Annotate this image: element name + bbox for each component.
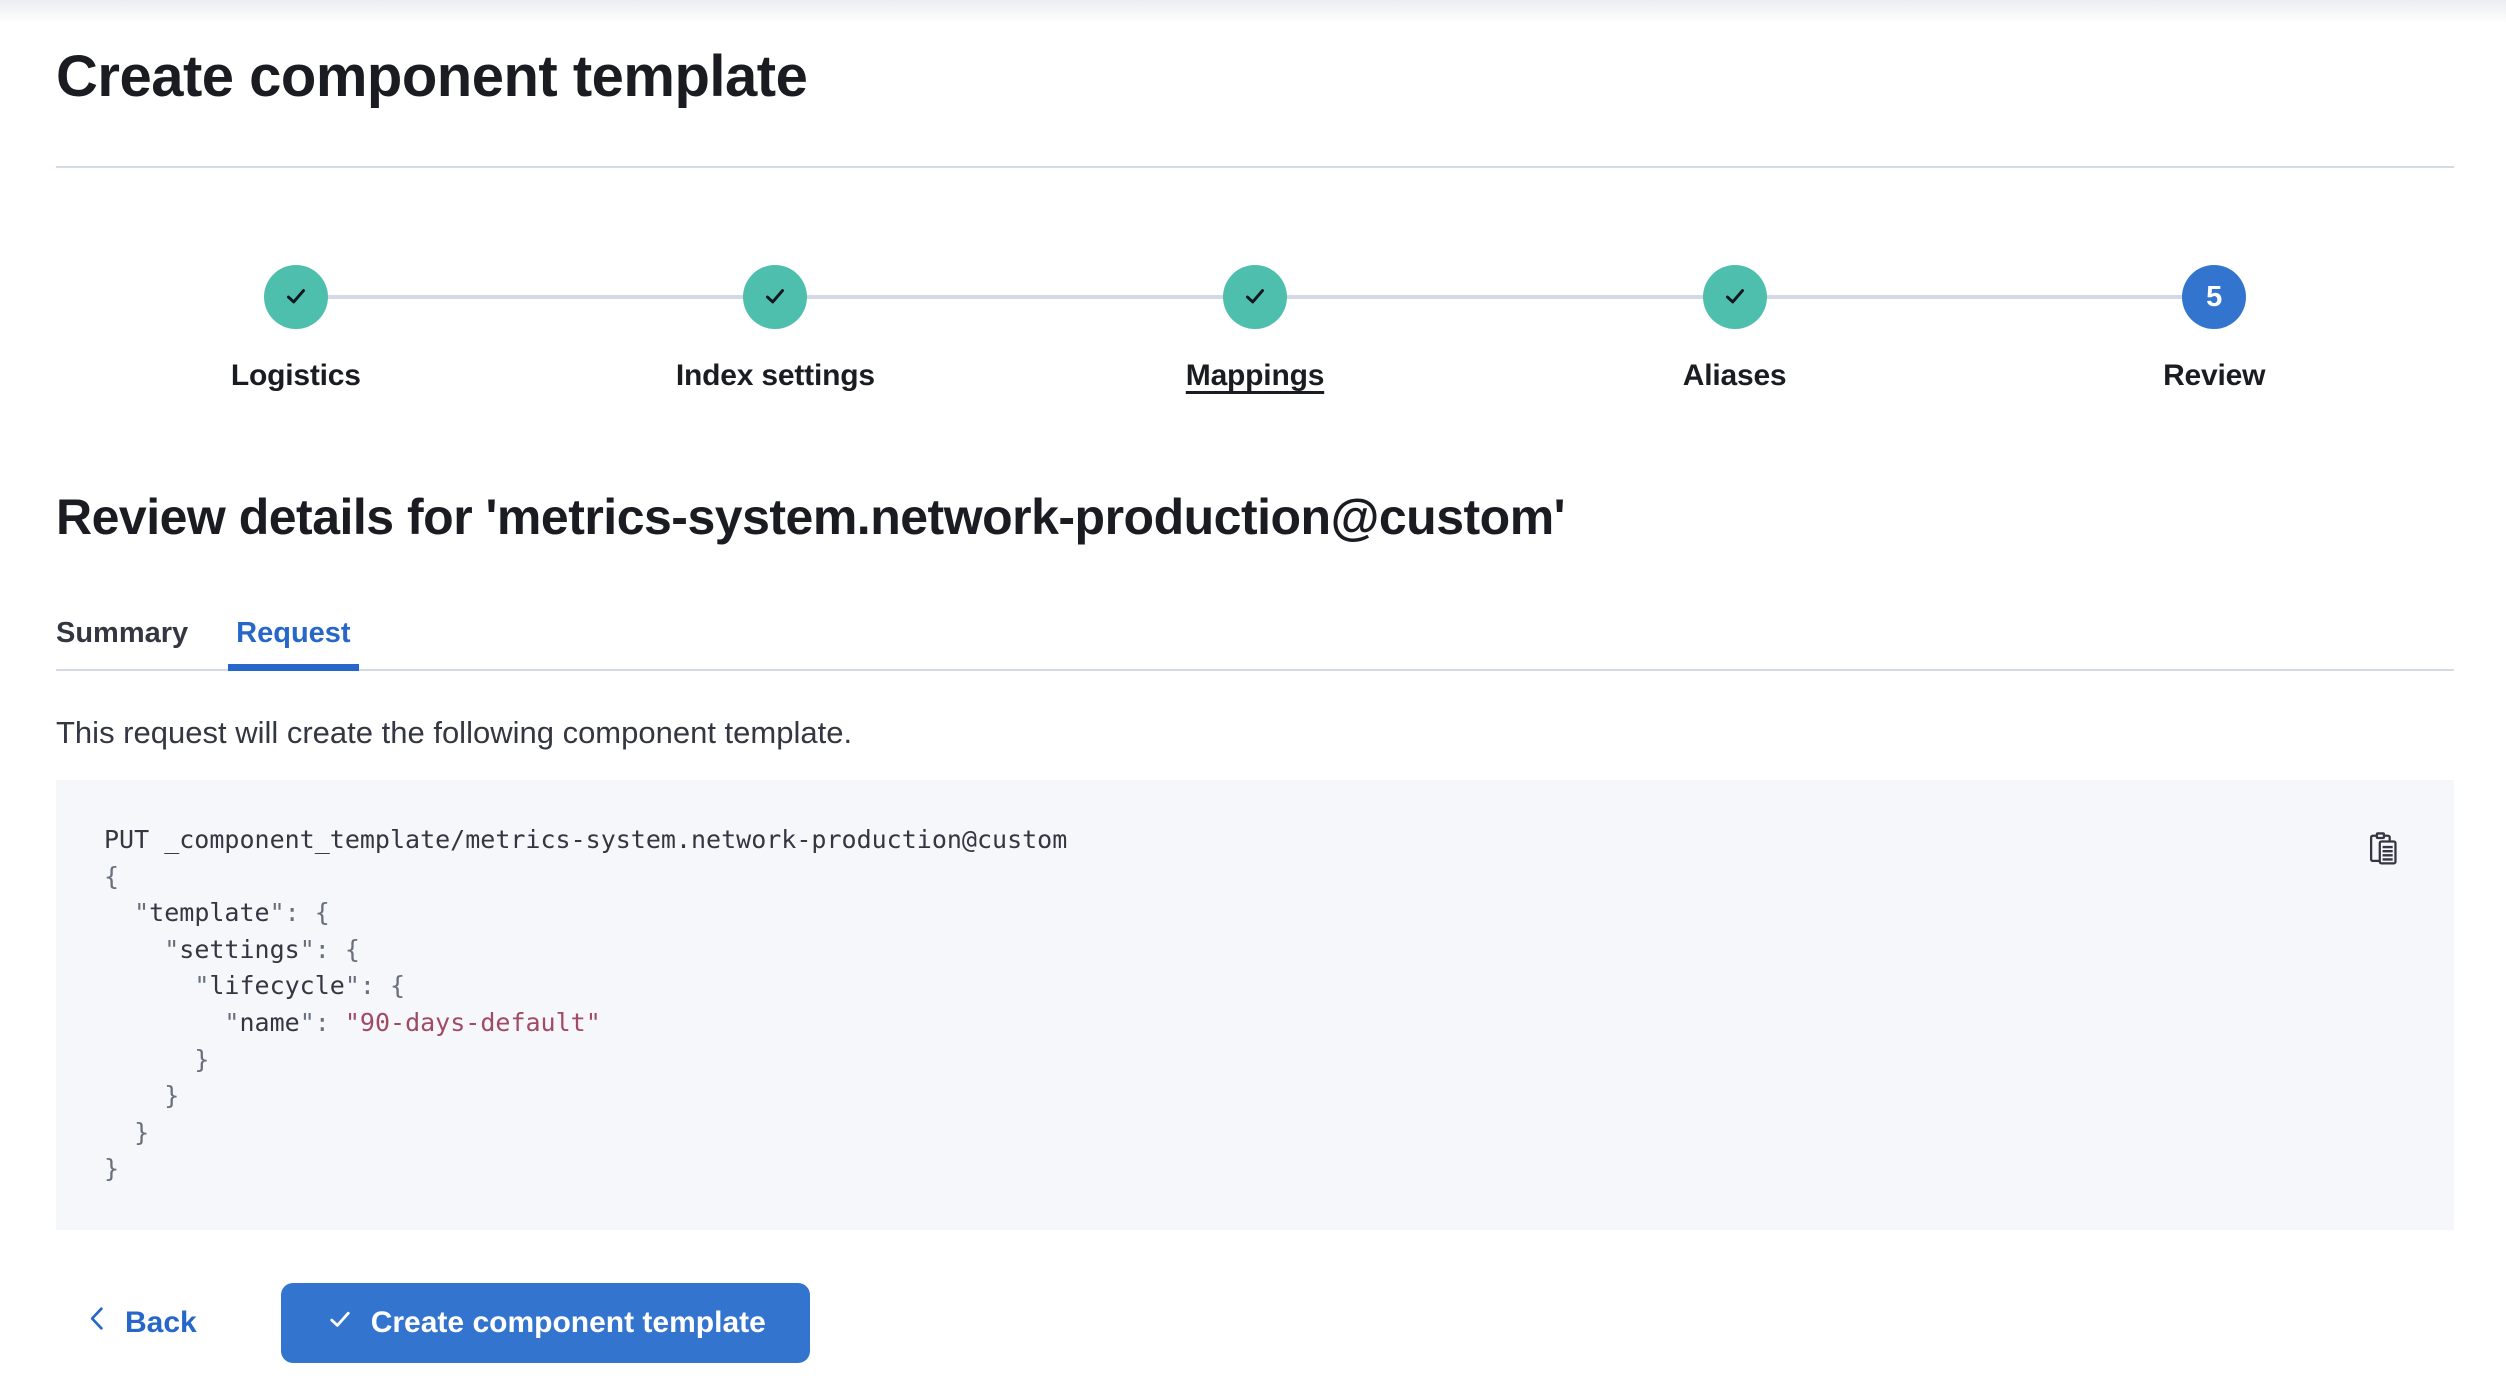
step-label: Review [2163, 359, 2266, 392]
step-complete-circle [743, 265, 808, 329]
step-complete-circle [1702, 265, 1767, 329]
step-number-circle: 5 [2182, 265, 2247, 329]
code-line: "lifecycle": { [194, 971, 406, 1001]
copy-clipboard-icon [2367, 832, 2400, 868]
request-description: This request will create the following c… [56, 715, 853, 750]
step-logistics[interactable]: Logistics [56, 265, 536, 395]
create-button-label: Create component template [370, 1305, 766, 1339]
tabs: Summary Request [56, 615, 2454, 671]
check-icon [282, 282, 310, 313]
step-index-settings[interactable]: Index settings [536, 265, 1016, 395]
step-number: 5 [2206, 280, 2223, 313]
title-divider [56, 166, 2454, 168]
code-line: { [104, 861, 120, 891]
code-line: "name": "90-days-default" [224, 1007, 601, 1037]
tab-summary[interactable]: Summary [56, 615, 188, 669]
step-mappings[interactable]: Mappings [1015, 265, 1495, 395]
code-line: } [134, 1117, 150, 1147]
code-content: PUT _component_template/metrics-system.n… [104, 822, 2406, 1188]
back-button[interactable]: Back [56, 1283, 221, 1363]
copy-button[interactable] [2366, 832, 2400, 866]
code-line: "template": { [134, 898, 330, 928]
code-line: "settings": { [164, 934, 360, 964]
step-aliases[interactable]: Aliases [1495, 265, 1975, 395]
step-complete-circle [263, 265, 328, 329]
back-label: Back [125, 1305, 197, 1339]
page-title: Create component template [56, 44, 808, 109]
step-label: Mappings [1185, 359, 1325, 392]
step-label: Index settings [675, 359, 875, 392]
review-heading: Review details for 'metrics-system.netwo… [56, 489, 1566, 545]
tab-request[interactable]: Request [228, 615, 360, 671]
chevron-left-icon [84, 1305, 111, 1340]
step-complete-circle [1222, 265, 1287, 329]
check-icon [325, 1304, 355, 1342]
check-icon [1721, 282, 1749, 313]
footer-actions: Back Create component template [56, 1282, 2454, 1363]
code-line: } [104, 1154, 120, 1184]
check-icon [1241, 282, 1269, 313]
create-component-template-button[interactable]: Create component template [280, 1282, 810, 1363]
check-icon [761, 282, 789, 313]
code-line: } [194, 1044, 210, 1074]
code-line: PUT _component_template/metrics-system.n… [104, 825, 1068, 854]
step-label: Logistics [230, 359, 361, 392]
request-code-block: PUT _component_template/metrics-system.n… [56, 780, 2454, 1230]
step-label: Aliases [1682, 359, 1787, 392]
code-line: } [164, 1081, 180, 1111]
